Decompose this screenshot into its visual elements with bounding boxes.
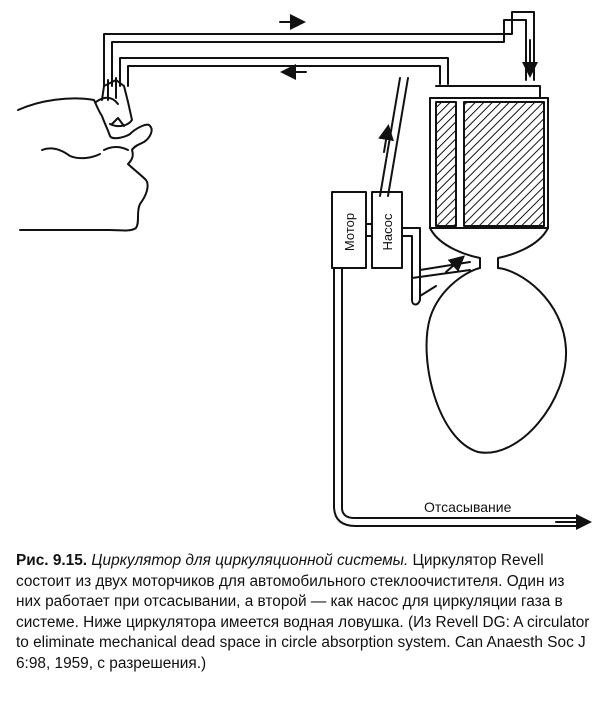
caption-title: Циркулятор для циркуляционной системы. <box>91 552 409 569</box>
figure-caption: Рис. 9.15. Циркулятор для циркуляционной… <box>16 551 590 675</box>
caption-figure-number: Рис. 9.15. <box>16 552 88 569</box>
pump-label: Насос <box>380 213 395 250</box>
suction-tube: Отсасывание <box>333 267 592 530</box>
pump-outlet-tube <box>401 227 471 279</box>
pump-inlet-tube <box>378 77 409 197</box>
expiratory-tube <box>119 57 449 87</box>
reservoir-bag <box>425 267 568 454</box>
inspiratory-tube <box>103 11 538 87</box>
suction-label: Отсасывание <box>424 499 512 515</box>
motor-label: Мотор <box>342 213 357 251</box>
caption-body: Циркулятор Revell состоит из двух моторч… <box>16 552 590 672</box>
absorber-canister <box>429 85 549 269</box>
water-trap <box>411 269 437 306</box>
patient-head <box>17 96 153 232</box>
circulator-diagram: Мотор Насос Отсасывание <box>17 11 592 530</box>
pump-box: Насос <box>365 191 403 269</box>
motor-box: Мотор <box>331 191 367 269</box>
